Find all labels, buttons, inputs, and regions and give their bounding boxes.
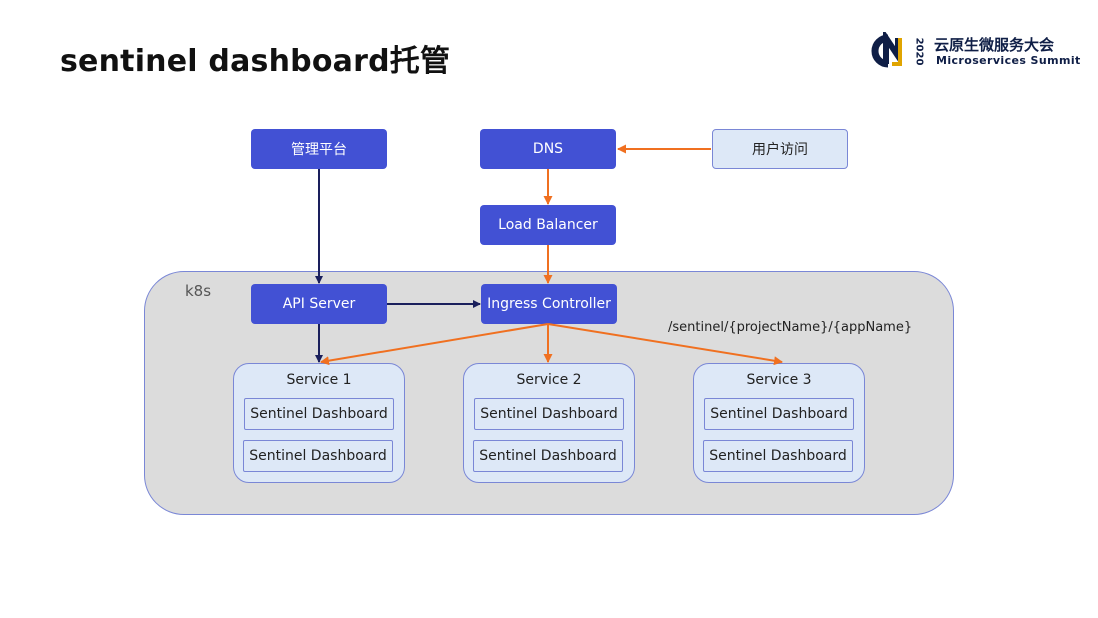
management-platform-node: 管理平台	[251, 129, 387, 169]
service-label: Service 1	[286, 372, 352, 388]
sentinel-dashboard-instance: Sentinel Dashboard	[244, 398, 394, 430]
user-access-node: 用户访问	[712, 129, 848, 169]
sentinel-dashboard-instance: Sentinel Dashboard	[473, 440, 623, 472]
sentinel-dashboard-instance: Sentinel Dashboard	[703, 440, 853, 472]
sentinel-dashboard-instance: Sentinel Dashboard	[474, 398, 624, 430]
cn-logo-mark-icon	[871, 32, 902, 68]
route-path-label: /sentinel/{projectName}/{appName}	[668, 320, 913, 335]
logo-name-cn: 云原生微服务大会	[934, 36, 1055, 54]
logo-name-en: Microservices Summit	[936, 54, 1081, 67]
load-balancer-node: Load Balancer	[480, 205, 616, 245]
service-2-box: Service 2 Sentinel Dashboard Sentinel Da…	[463, 363, 635, 483]
k8s-cluster-label: k8s	[185, 282, 212, 300]
service-label: Service 3	[746, 372, 812, 388]
ingress-controller-node: Ingress Controller	[481, 284, 617, 324]
conference-logo: 2020 云原生微服务大会 Microservices Summit	[868, 32, 1080, 70]
dns-node: DNS	[480, 129, 616, 169]
service-3-box: Service 3 Sentinel Dashboard Sentinel Da…	[693, 363, 865, 483]
sentinel-dashboard-instance: Sentinel Dashboard	[243, 440, 393, 472]
sentinel-dashboard-instance: Sentinel Dashboard	[704, 398, 854, 430]
edge-ingress-to-service-1	[320, 323, 549, 366]
api-server-node: API Server	[251, 284, 387, 324]
slide-title: sentinel dashboard托管	[60, 44, 451, 79]
service-1-box: Service 1 Sentinel Dashboard Sentinel Da…	[233, 363, 405, 483]
edge-ingress-to-service-3	[547, 323, 783, 366]
service-label: Service 2	[516, 372, 582, 388]
